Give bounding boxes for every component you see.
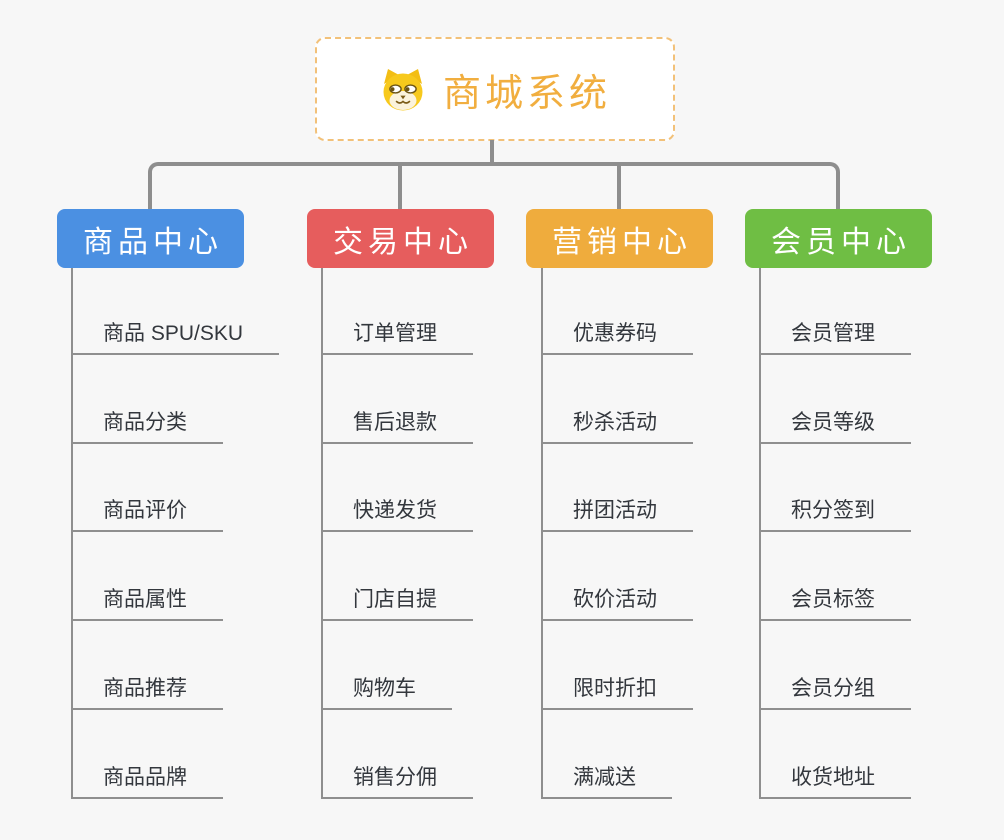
topic-item-coupon-code[interactable]: 优惠券码 — [541, 313, 693, 355]
topic-item-points-checkin[interactable]: 积分签到 — [759, 490, 911, 532]
topic-item-product-recommend[interactable]: 商品推荐 — [71, 668, 223, 710]
doge-icon — [379, 67, 427, 111]
branch-column-product: 商品 SPU/SKU 商品分类 商品评价 商品属性 商品推荐 商品品牌 — [71, 268, 321, 799]
branch-node-member[interactable]: 会员中心 — [745, 209, 932, 268]
topic-item-express-shipping[interactable]: 快递发货 — [321, 490, 473, 532]
topic-item-shipping-address[interactable]: 收货地址 — [759, 757, 911, 799]
topic-item-product-category[interactable]: 商品分类 — [71, 402, 223, 444]
connector-drop-trade — [398, 163, 402, 209]
topic-item-product-review[interactable]: 商品评价 — [71, 490, 223, 532]
root-node[interactable]: 商城系统 — [315, 37, 675, 141]
topic-item-full-reduction[interactable]: 满减送 — [541, 757, 672, 799]
branch-node-product[interactable]: 商品中心 — [57, 209, 244, 268]
connector-drop-marketing — [617, 163, 621, 209]
connector-bracket — [148, 162, 840, 209]
root-title: 商城系统 — [442, 72, 611, 115]
topic-item-product-brand[interactable]: 商品品牌 — [71, 757, 223, 799]
topic-item-order-management[interactable]: 订单管理 — [321, 313, 473, 355]
topic-item-member-group[interactable]: 会员分组 — [759, 668, 911, 710]
topic-item-store-pickup[interactable]: 门店自提 — [321, 579, 473, 621]
topic-item-group-buy[interactable]: 拼团活动 — [541, 490, 693, 532]
topic-item-shopping-cart[interactable]: 购物车 — [321, 668, 452, 710]
topic-item-member-tag[interactable]: 会员标签 — [759, 579, 911, 621]
topic-item-flash-sale[interactable]: 秒杀活动 — [541, 402, 693, 444]
branch-node-marketing[interactable]: 营销中心 — [526, 209, 713, 268]
topic-item-sales-commission[interactable]: 销售分佣 — [321, 757, 473, 799]
branch-node-trade[interactable]: 交易中心 — [307, 209, 494, 268]
branch-column-member: 会员管理 会员等级 积分签到 会员标签 会员分组 收货地址 — [759, 268, 1004, 799]
branch-column-trade: 订单管理 售后退款 快递发货 门店自提 购物车 销售分佣 — [321, 268, 571, 799]
topic-item-product-attribute[interactable]: 商品属性 — [71, 579, 223, 621]
branch-column-marketing: 优惠券码 秒杀活动 拼团活动 砍价活动 限时折扣 满减送 — [541, 268, 791, 799]
topic-item-limited-discount[interactable]: 限时折扣 — [541, 668, 693, 710]
topic-item-member-level[interactable]: 会员等级 — [759, 402, 911, 444]
topic-item-member-management[interactable]: 会员管理 — [759, 313, 911, 355]
topic-item-aftersale-refund[interactable]: 售后退款 — [321, 402, 473, 444]
topic-item-product-spu-sku[interactable]: 商品 SPU/SKU — [71, 313, 280, 355]
topic-item-bargain[interactable]: 砍价活动 — [541, 579, 693, 621]
connector-root-stem — [490, 140, 494, 166]
